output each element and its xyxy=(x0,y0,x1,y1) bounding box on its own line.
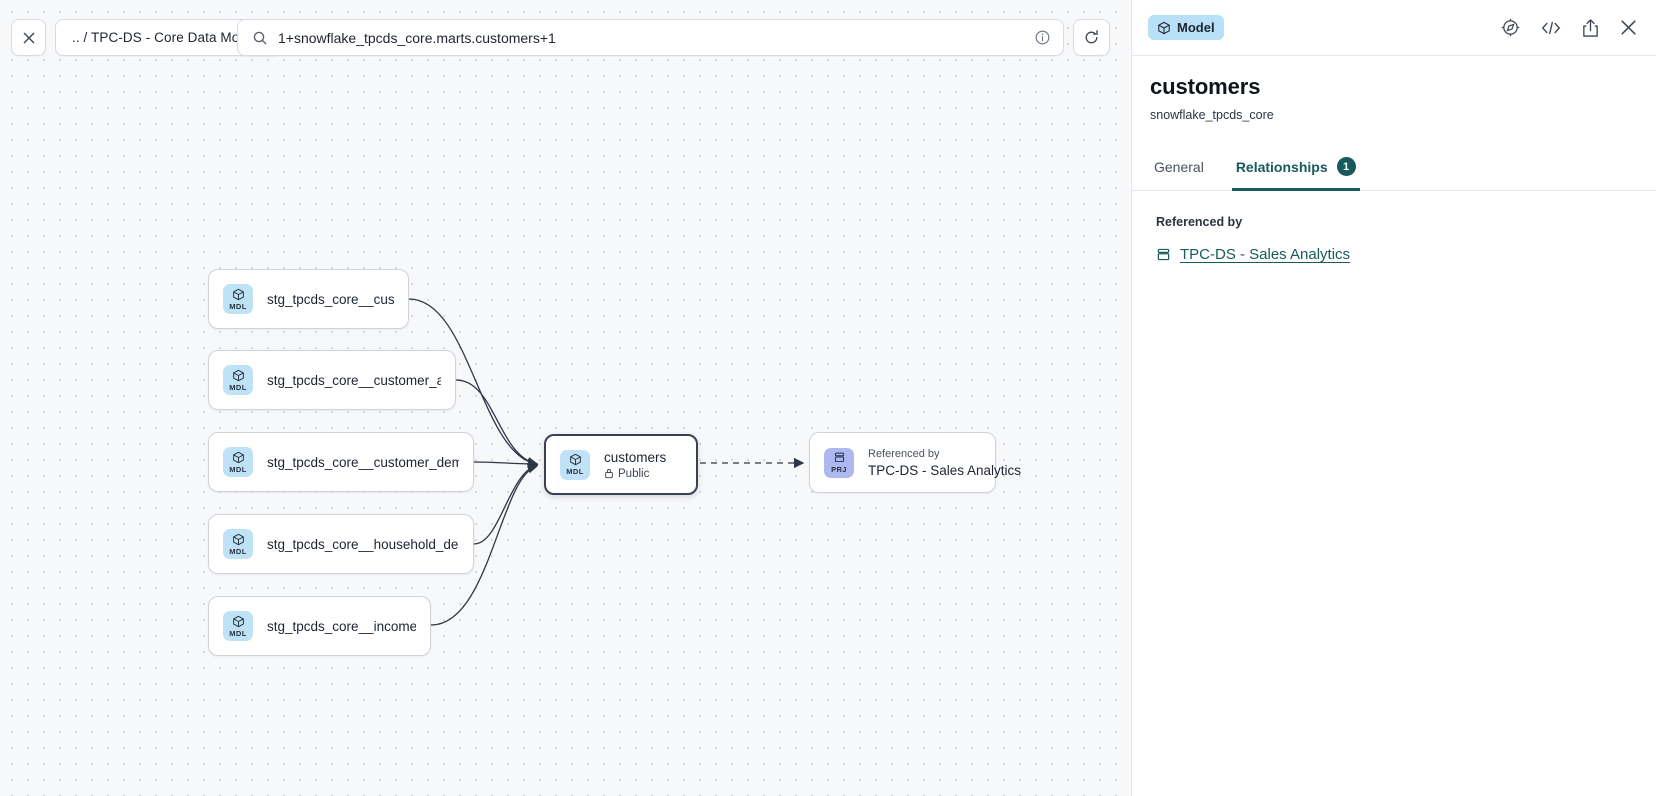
model-badge: MDL xyxy=(223,284,253,314)
badge-text: PRJ xyxy=(831,465,847,475)
node-visibility-label: Public xyxy=(618,467,650,480)
badge-text: MDL xyxy=(229,382,247,392)
lineage-nodes: MDL stg_tpcds_core__customer MDL stg_tpc… xyxy=(208,269,1021,656)
close-icon xyxy=(21,30,37,46)
tab-general[interactable]: General xyxy=(1150,149,1208,191)
status-badge-label: Model xyxy=(1177,20,1215,35)
section-label-referenced-by: Referenced by xyxy=(1156,215,1243,229)
lineage-node-stg-customer-address[interactable]: MDL stg_tpcds_core__customer_address xyxy=(208,350,456,410)
lineage-canvas[interactable]: .. / TPC-DS - Core Data Models 1+snowfla… xyxy=(0,0,1131,796)
tab-relationships[interactable]: Relationships 1 xyxy=(1231,149,1360,191)
model-badge: MDL xyxy=(223,529,253,559)
tab-label: Relationships xyxy=(1235,158,1328,175)
badge-text: MDL xyxy=(229,464,247,474)
search-query-value: 1+snowflake_tpcds_core.marts.customers+1 xyxy=(278,29,556,46)
page-subtitle: snowflake_tpcds_core xyxy=(1150,108,1274,122)
status-badge: Model xyxy=(1148,15,1224,40)
lineage-node-stg-income-band[interactable]: MDL stg_tpcds_core__income_band xyxy=(208,596,431,656)
page-title: customers xyxy=(1150,74,1261,99)
node-label: stg_tpcds_core__income_band xyxy=(267,618,416,634)
details-panel-header: Model xyxy=(1132,0,1656,56)
lock-icon xyxy=(604,468,614,479)
node-visibility: Public xyxy=(604,468,666,480)
node-label: stg_tpcds_core__customer_demogra… xyxy=(267,454,459,470)
badge-text: MDL xyxy=(229,546,247,556)
referenced-by-link[interactable]: TPC-DS - Sales Analytics xyxy=(1180,246,1351,263)
list-item[interactable]: TPC-DS - Sales Analytics xyxy=(1156,246,1638,263)
details-panel-heading: customers snowflake_tpcds_core xyxy=(1132,56,1656,122)
node-label: TPC-DS - Sales Analytics xyxy=(868,462,1022,478)
search-input[interactable]: 1+snowflake_tpcds_core.marts.customers+1 xyxy=(237,19,1064,56)
explore-icon[interactable] xyxy=(1500,17,1521,38)
model-badge: MDL xyxy=(223,447,253,477)
breadcrumb-label: .. / TPC-DS - Core Data Models xyxy=(72,30,265,45)
close-icon[interactable] xyxy=(1619,18,1638,37)
node-label: stg_tpcds_core__customer_address xyxy=(267,372,441,388)
lineage-node-sales-analytics-project[interactable]: PRJ Referenced by TPC-DS - Sales Analyti… xyxy=(809,432,1021,493)
badge-text: MDL xyxy=(566,467,584,477)
node-label: stg_tpcds_core__customer xyxy=(267,291,394,307)
badge-text: MDL xyxy=(229,628,247,638)
stack-icon xyxy=(1156,247,1171,262)
lineage-node-stg-customer-demographics[interactable]: MDL stg_tpcds_core__customer_demogra… xyxy=(208,432,474,492)
tab-count-badge: 1 xyxy=(1336,157,1356,176)
model-badge: MDL xyxy=(560,449,590,480)
node-label: customers xyxy=(604,449,667,465)
search-icon xyxy=(252,30,268,46)
lineage-node-customers[interactable]: MDL customers Public xyxy=(544,434,698,495)
info-icon[interactable] xyxy=(1034,29,1051,46)
relationships-body: Referenced by TPC-DS - Sales Analytics xyxy=(1132,191,1656,263)
cube-icon xyxy=(1157,21,1171,35)
refresh-icon xyxy=(1083,29,1100,46)
code-icon[interactable] xyxy=(1540,19,1562,37)
lineage-node-stg-household-demographics[interactable]: MDL stg_tpcds_core__household_demogr… xyxy=(208,514,474,574)
close-lineage-button[interactable] xyxy=(11,19,46,56)
project-badge: PRJ xyxy=(824,447,854,478)
node-label: stg_tpcds_core__household_demogr… xyxy=(267,536,459,552)
node-kicker: Referenced by xyxy=(868,447,940,460)
share-icon[interactable] xyxy=(1581,18,1600,38)
panel-action-group xyxy=(1500,17,1638,38)
tab-label: General xyxy=(1154,158,1204,175)
model-badge: MDL xyxy=(223,611,253,641)
refresh-button[interactable] xyxy=(1073,19,1110,56)
lineage-node-stg-customer[interactable]: MDL stg_tpcds_core__customer xyxy=(208,269,409,329)
badge-text: MDL xyxy=(229,301,247,311)
model-badge: MDL xyxy=(223,365,253,395)
details-panel: Model xyxy=(1131,0,1656,796)
details-tabs: General Relationships 1 xyxy=(1132,149,1656,191)
